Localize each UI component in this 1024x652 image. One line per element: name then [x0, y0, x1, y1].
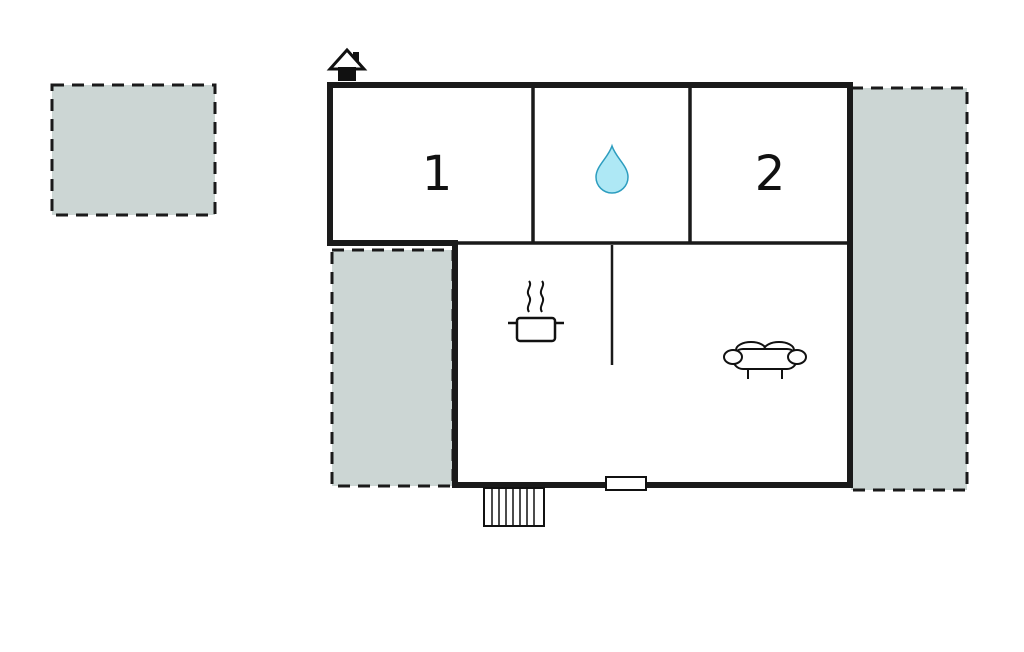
fireplace-icon	[326, 47, 368, 81]
sofa-icon	[723, 341, 807, 379]
steps-icon	[483, 487, 545, 527]
cooking-pot-icon	[508, 280, 564, 343]
door-marker	[605, 476, 647, 491]
terrace-detached	[50, 83, 217, 217]
water-drop-icon	[595, 143, 629, 194]
room-1-label: 1	[422, 146, 453, 202]
terrace-right	[849, 86, 969, 492]
room-2-label: 2	[755, 146, 786, 202]
terrace-left	[330, 248, 455, 488]
building-outline	[327, 82, 853, 488]
